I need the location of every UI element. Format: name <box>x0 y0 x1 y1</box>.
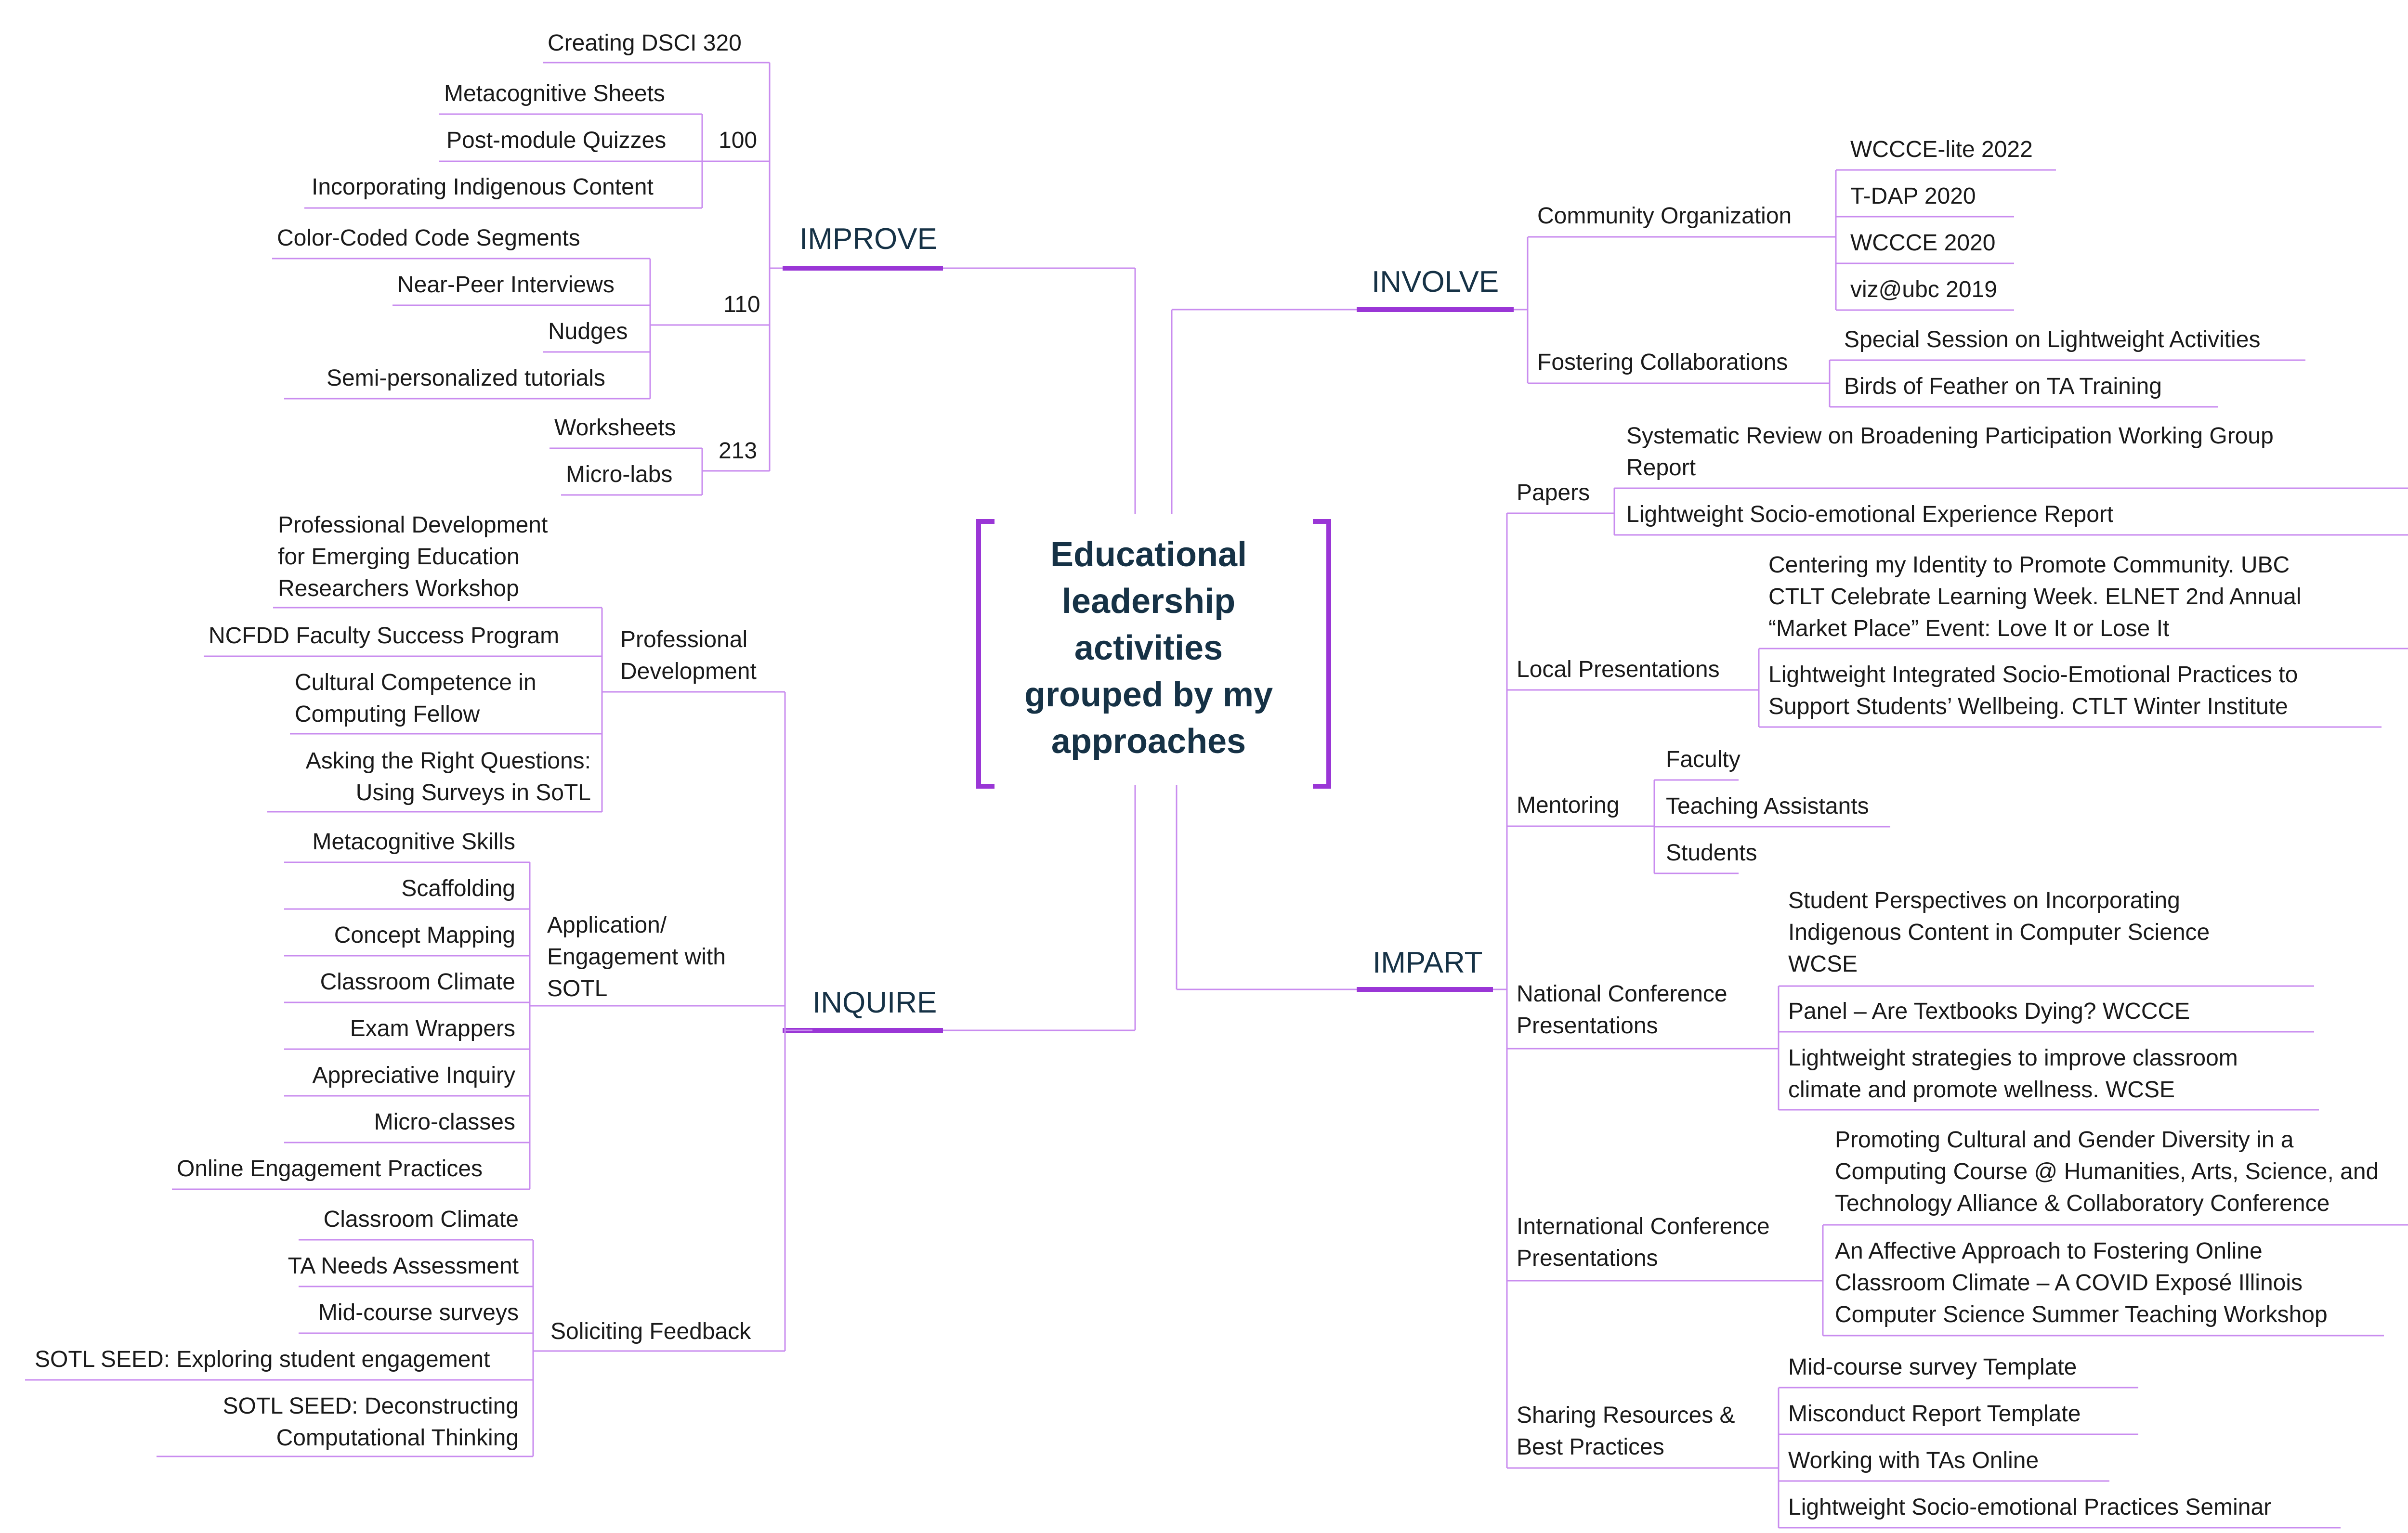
impart-international-item: An Affective Approach to Fostering Onlin… <box>1835 1238 2328 1327</box>
improve-213-item: Worksheets <box>554 415 676 441</box>
involve-community-item: T-DAP 2020 <box>1850 183 1976 209</box>
inquire-prof-dev-label: Professional Development <box>620 627 757 684</box>
impart-resources-item: Lightweight Socio-emotional Practices Se… <box>1788 1494 2272 1520</box>
impart-mentoring-label: Mentoring <box>1517 792 1620 818</box>
inquire-app-eng-item: Micro-classes <box>374 1109 515 1135</box>
improve-110-item: Semi-personalized tutorials <box>327 365 605 391</box>
inquire-app-eng-item: Concept Mapping <box>334 922 515 948</box>
impart-mentoring-item: Students <box>1666 840 1757 866</box>
improve-213-label: 213 <box>719 438 758 464</box>
impart-national-item: Student Perspectives on Incorporating In… <box>1788 888 2210 977</box>
impart-national-item: Panel – Are Textbooks Dying? WCCCE <box>1788 999 2190 1024</box>
impart-papers-label: Papers <box>1517 480 1590 506</box>
inquire-app-eng-label: Application/ Engagement with SOTL <box>547 912 726 1001</box>
impart-local-label: Local Presentations <box>1517 657 1720 682</box>
improve-100-item: Incorporating Indigenous Content <box>312 174 654 200</box>
impart-resources-item: Mid-course survey Template <box>1788 1354 2077 1380</box>
involve-collab-label: Fostering Collaborations <box>1537 350 1788 375</box>
impart-mentoring-item: Faculty <box>1666 747 1741 772</box>
inquire-feedback-item: Mid-course surveys <box>318 1300 519 1325</box>
impart-national-label: National Conference Presentations <box>1517 981 1727 1039</box>
involve-community-item: WCCCE-lite 2022 <box>1850 137 2033 162</box>
involve-community-item: viz@ubc 2019 <box>1850 277 1997 302</box>
inquire-feedback-item: SOTL SEED: Deconstructing Computational … <box>222 1393 519 1451</box>
inquire-prof-dev-item: Asking the Right Questions: Using Survey… <box>305 748 591 805</box>
improve-110-label: 110 <box>723 292 760 317</box>
inquire-prof-dev-item: Cultural Competence in Computing Fellow <box>295 670 537 727</box>
inquire-title: INQUIRE <box>812 986 937 1019</box>
impart-international-item: Promoting Cultural and Gender Diversity … <box>1835 1127 2379 1216</box>
impart-national-item: Lightweight strategies to improve classr… <box>1788 1045 2238 1103</box>
inquire-app-eng-item: Scaffolding <box>401 876 515 901</box>
impart-mentoring-item: Teaching Assistants <box>1666 793 1869 819</box>
improve-100-label: 100 <box>719 128 758 153</box>
improve-title: IMPROVE <box>799 222 937 256</box>
center-title: Educational leadership activities groupe… <box>1024 535 1273 761</box>
improve-110-item: Near-Peer Interviews <box>397 272 615 298</box>
improve-100-item: Post-module Quizzes <box>446 128 667 153</box>
improve-110-item: Color-Coded Code Segments <box>277 225 580 251</box>
impart-title: IMPART <box>1373 946 1483 979</box>
inquire-app-eng-item: Online Engagement Practices <box>177 1156 483 1182</box>
inquire-feedback-item: TA Needs Assessment <box>288 1253 519 1279</box>
impart-papers-item: Lightweight Socio-emotional Experience R… <box>1626 502 2114 527</box>
inquire-feedback-label: Soliciting Feedback <box>550 1319 751 1344</box>
impart-resources-item: Working with TAs Online <box>1788 1448 2039 1473</box>
inquire-feedback-item: SOTL SEED: Exploring student engagement <box>35 1347 490 1372</box>
impart-international-label: International Conference Presentations <box>1517 1214 1770 1271</box>
impart-resources-label: Sharing Resources & Best Practices <box>1517 1403 1735 1460</box>
improve-213-item: Micro-labs <box>566 462 673 487</box>
involve-community-item: WCCCE 2020 <box>1850 230 1996 256</box>
inquire-prof-dev-item: Professional Development for Emerging Ed… <box>278 512 548 601</box>
impart-papers-item: Systematic Review on Broadening Particip… <box>1626 423 2274 481</box>
involve-community-label: Community Organization <box>1537 203 1792 229</box>
involve-title: INVOLVE <box>1372 265 1499 299</box>
center-left-bracket <box>976 519 995 789</box>
inquire-prof-dev-item: NCFDD Faculty Success Program <box>209 623 560 649</box>
involve-collab-item: Special Session on Lightweight Activitie… <box>1844 327 2261 352</box>
involve-collab-item: Birds of Feather on TA Training <box>1844 374 2162 399</box>
improve-110-item: Nudges <box>548 319 628 344</box>
impart-local-item: Lightweight Integrated Socio-Emotional P… <box>1768 662 2298 719</box>
inquire-app-eng-item: Metacognitive Skills <box>312 829 516 855</box>
improve-100-item: Metacognitive Sheets <box>444 81 665 106</box>
inquire-feedback-item: Classroom Climate <box>323 1207 519 1232</box>
inquire-app-eng-item: Appreciative Inquiry <box>312 1063 515 1088</box>
impart-local-item: Centering my Identity to Promote Communi… <box>1768 552 2302 641</box>
improve-creating-dsci: Creating DSCI 320 <box>548 30 742 56</box>
center-right-bracket <box>1313 519 1331 789</box>
impart-resources-item: Misconduct Report Template <box>1788 1401 2081 1427</box>
inquire-app-eng-item: Classroom Climate <box>320 969 515 995</box>
inquire-app-eng-item: Exam Wrappers <box>350 1016 515 1041</box>
